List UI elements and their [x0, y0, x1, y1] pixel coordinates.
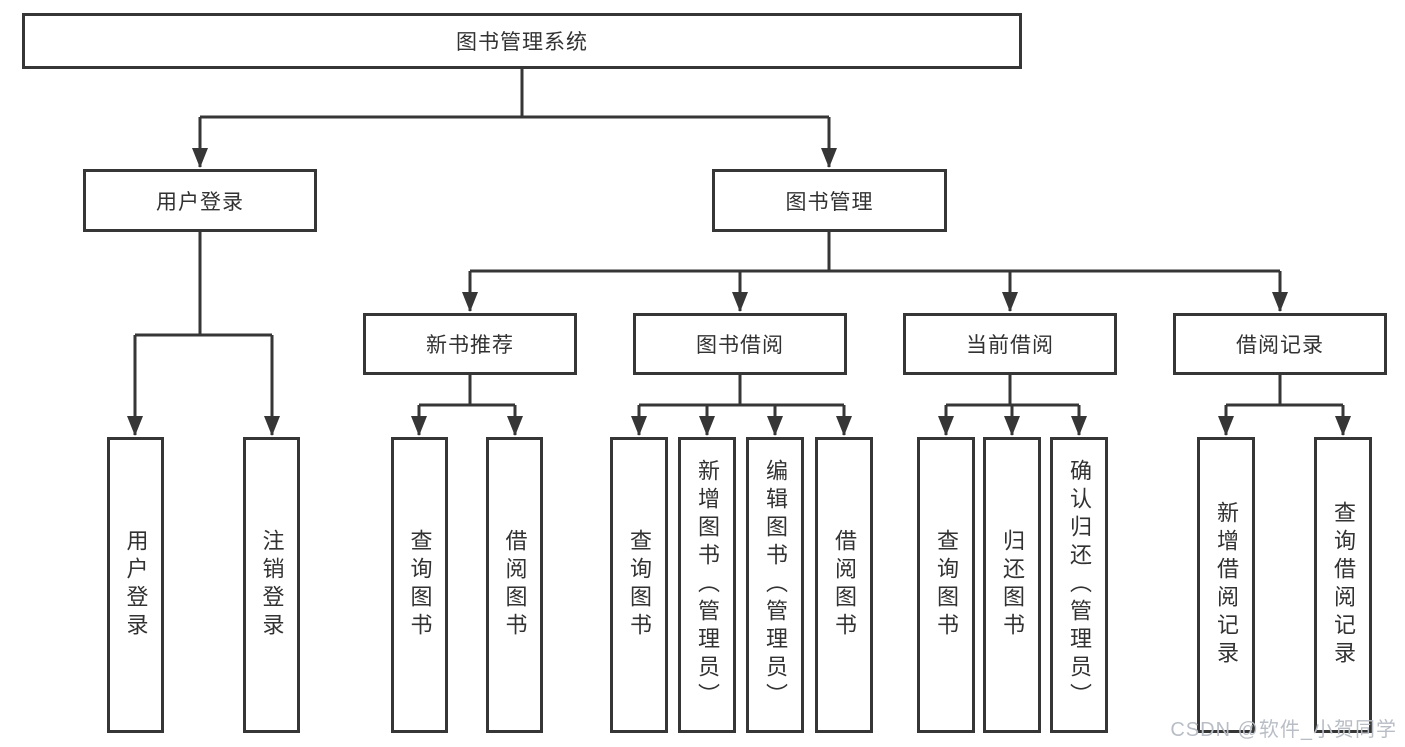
node-label: 新书推荐 — [426, 334, 514, 357]
node-leaf-user-login: 用户登录 — [107, 437, 164, 733]
node-leaf-query-borrow-record: 查询借阅记录 — [1314, 437, 1372, 733]
node-book-borrow: 图书借阅 — [633, 313, 847, 375]
node-label: 编辑图书（管理员） — [763, 459, 788, 711]
node-leaf-query-books-current: 查询图书 — [917, 437, 975, 733]
node-label: 归还图书 — [1000, 529, 1025, 641]
node-label: 借阅图书 — [502, 529, 528, 641]
node-label: 查询图书 — [407, 529, 433, 641]
node-current-borrow: 当前借阅 — [903, 313, 1117, 375]
node-leaf-query-books-recommend: 查询图书 — [391, 437, 448, 733]
node-leaf-borrow-books: 借阅图书 — [815, 437, 873, 733]
node-label: 当前借阅 — [966, 334, 1054, 357]
node-label: 查询图书 — [627, 529, 652, 641]
node-leaf-add-borrow-record: 新增借阅记录 — [1197, 437, 1255, 733]
node-leaf-borrow-books-recommend: 借阅图书 — [486, 437, 543, 733]
node-label: 新增借阅记录 — [1214, 501, 1239, 669]
node-label: 注销登录 — [259, 529, 285, 641]
node-user-login-branch: 用户登录 — [83, 169, 317, 232]
node-leaf-return-books: 归还图书 — [983, 437, 1041, 733]
watermark: CSDN @软件_小贺同学 — [1170, 719, 1397, 741]
node-label: 图书借阅 — [696, 334, 784, 357]
node-leaf-confirm-return-admin: 确认归还（管理员） — [1050, 437, 1108, 733]
node-label: 查询借阅记录 — [1331, 501, 1356, 669]
node-label: 查询图书 — [934, 529, 959, 641]
node-label: 图书管理系统 — [456, 31, 588, 54]
node-leaf-edit-books-admin: 编辑图书（管理员） — [746, 437, 804, 733]
node-label: 确认归还（管理员） — [1067, 459, 1092, 711]
node-label: 借阅图书 — [832, 529, 857, 641]
node-leaf-logout: 注销登录 — [243, 437, 300, 733]
node-borrow-records: 借阅记录 — [1173, 313, 1387, 375]
node-leaf-add-books-admin: 新增图书（管理员） — [678, 437, 736, 733]
node-label: 用户登录 — [156, 190, 244, 214]
node-new-book-recommend: 新书推荐 — [363, 313, 577, 375]
node-library-management-system: 图书管理系统 — [22, 13, 1022, 69]
node-label: 新增图书（管理员） — [695, 459, 720, 711]
node-leaf-query-books-borrow: 查询图书 — [610, 437, 668, 733]
node-book-management-branch: 图书管理 — [712, 169, 947, 232]
node-label: 图书管理 — [785, 190, 874, 214]
node-label: 用户登录 — [123, 529, 149, 641]
node-label: 借阅记录 — [1236, 334, 1324, 357]
